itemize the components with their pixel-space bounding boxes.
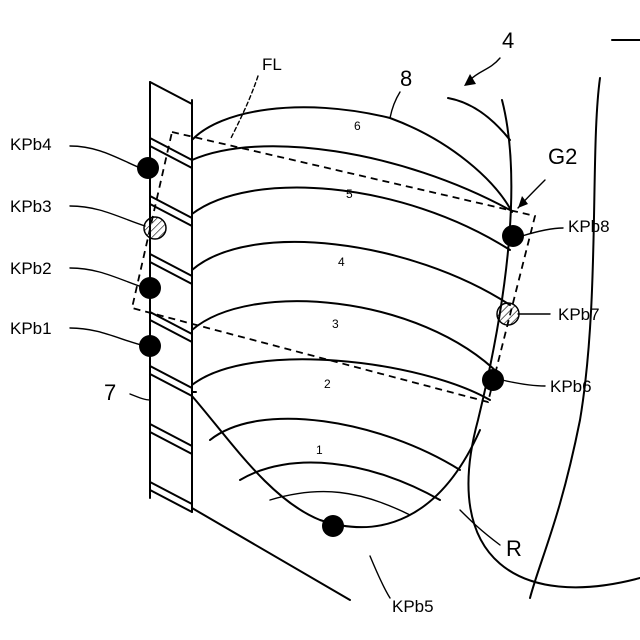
kpb5-marker [322, 515, 344, 537]
ref-4-label: 4 [502, 28, 514, 53]
leader-lines [70, 58, 563, 598]
kpb3-label: KPb3 [10, 197, 52, 216]
kpb8-marker [502, 225, 524, 247]
kpb7-label: KPb7 [558, 305, 600, 324]
kpb6-marker [482, 369, 504, 391]
ref-7-label: 7 [104, 380, 116, 405]
body-contour [468, 100, 640, 587]
region-number-6: 6 [354, 119, 361, 133]
r-label: R [506, 536, 522, 561]
breast-region [192, 107, 512, 527]
fl-label: FL [262, 55, 282, 74]
kpb4-label: KPb4 [10, 135, 52, 154]
region-number-3: 3 [332, 317, 339, 331]
kpb6-label: KPb6 [550, 377, 592, 396]
region-number-5: 5 [346, 187, 353, 201]
kpb2-marker [139, 277, 161, 299]
region-number-2: 2 [324, 377, 331, 391]
region-number-4: 4 [338, 255, 345, 269]
kpb5-label: KPb5 [392, 597, 434, 616]
shoulder-line [448, 98, 510, 140]
region-number-1: 1 [316, 443, 323, 457]
kpb7-marker [497, 303, 519, 325]
ref-8-label: 8 [400, 66, 412, 91]
kpb3-marker [144, 217, 166, 239]
kpb4-marker [137, 157, 159, 179]
kpb1-label: KPb1 [10, 319, 52, 338]
kpb1-marker [139, 335, 161, 357]
kpb8-label: KPb8 [568, 217, 610, 236]
kpb2-label: KPb2 [10, 259, 52, 278]
g2-label: G2 [548, 144, 577, 169]
